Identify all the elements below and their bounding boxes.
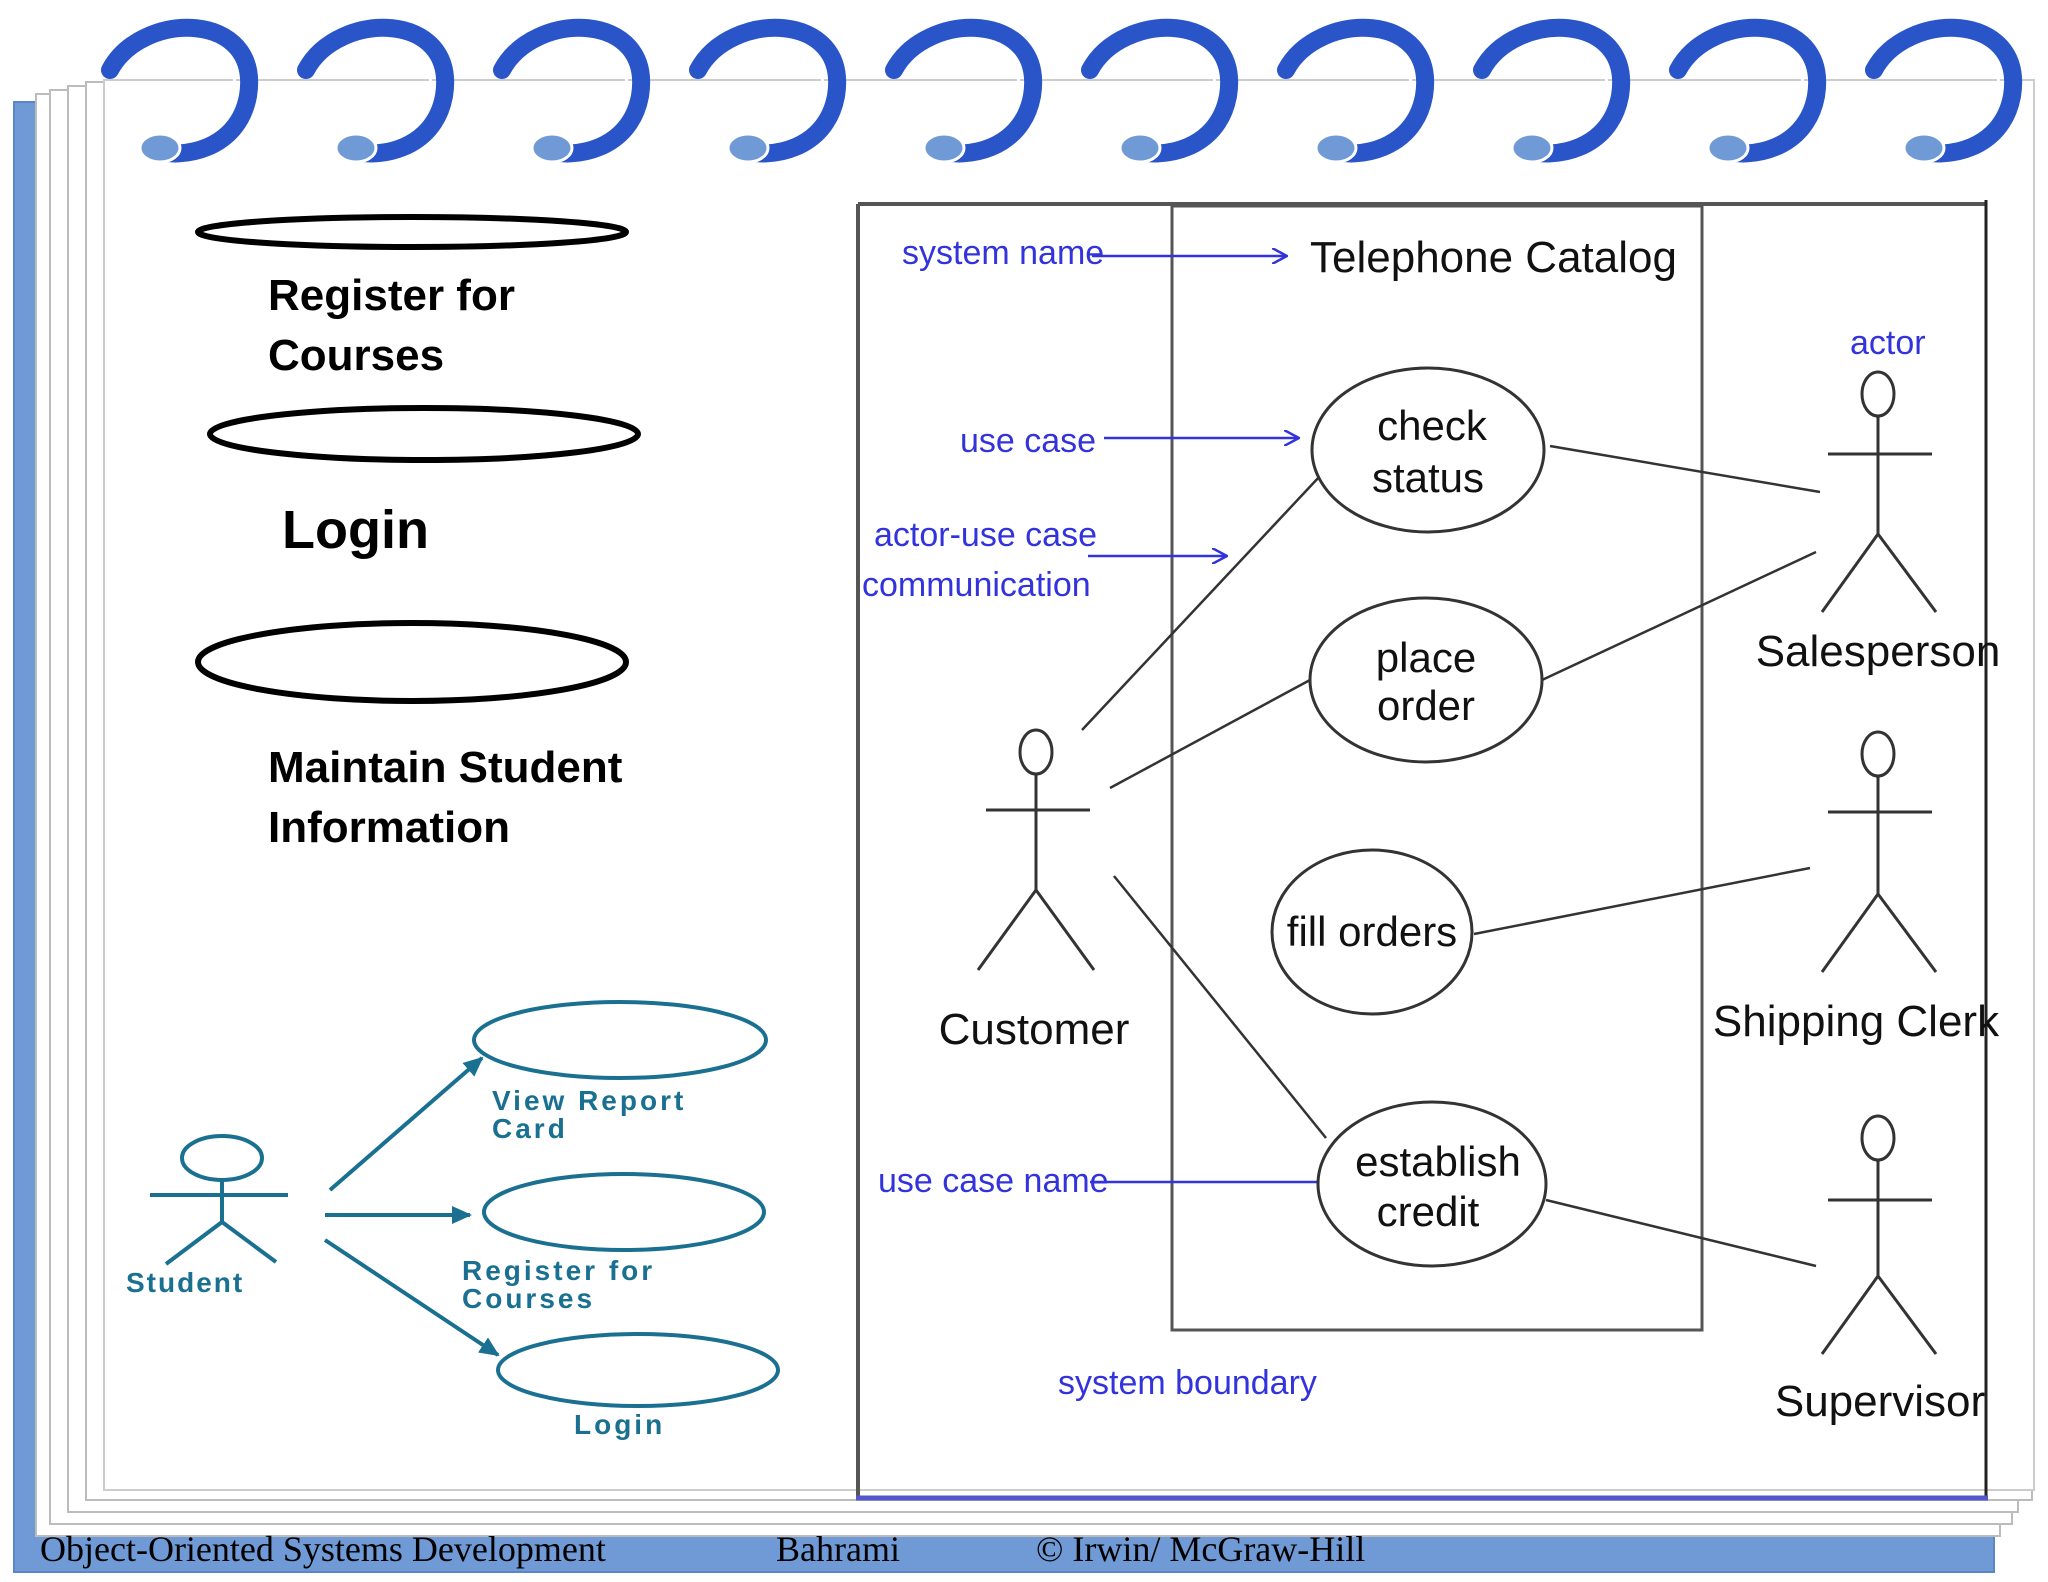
use-case-establish-credit-line1: establish — [1355, 1138, 1521, 1185]
actor-salesperson-name: Salesperson — [1756, 627, 2001, 676]
use-case-label-maintain-line2: Information — [268, 803, 510, 852]
student-use-case-view-report — [472, 1000, 768, 1080]
student-label-register-line1: Register for — [462, 1255, 655, 1286]
student-actor-figure — [150, 1134, 288, 1266]
annotation-communication-line2: communication — [862, 566, 1091, 604]
system-name: Telephone Catalog — [1310, 233, 1677, 282]
student-use-case-register — [482, 1172, 766, 1252]
use-case-establish-credit — [1316, 1100, 1548, 1268]
actor-salesperson: Salesperson — [1756, 370, 2001, 676]
spiral-ring-icon — [1081, 18, 1239, 164]
spiral-ring-icon — [1865, 18, 2023, 164]
annotation-communication-line1: actor-use case — [874, 516, 1097, 554]
telephone-catalog-diagram: Telephone Catalog system name use case a… — [856, 200, 2001, 1501]
use-case-ellipse-maintain — [195, 620, 629, 704]
use-case-ellipse-register — [195, 214, 629, 250]
student-label-view-report-line2: Card — [492, 1113, 568, 1144]
use-case-ellipse-login — [207, 405, 641, 463]
actor-customer-figure — [976, 728, 1096, 971]
actor-customer-name: Customer — [939, 1005, 1130, 1054]
annotation-use-case-name: use case name — [878, 1162, 1109, 1200]
notebook-pages — [13, 79, 2035, 1573]
line-check-status-salesperson — [1549, 444, 1821, 494]
line-fill-orders-shipping-clerk — [1473, 866, 1811, 936]
annotation-use-case: use case — [960, 422, 1096, 460]
student-label-login: Login — [574, 1409, 665, 1440]
communication-lines — [1081, 444, 1821, 1268]
system-boundary — [1170, 204, 1704, 1332]
use-case-fill-orders — [1270, 848, 1474, 1016]
spiral-ring-icon — [1277, 18, 1435, 164]
actor-supervisor-figure — [1820, 1114, 1938, 1355]
use-case-establish-credit-line2: credit — [1377, 1188, 1480, 1235]
spiral-ring-icon — [493, 18, 651, 164]
actor-supervisor-name: Supervisor — [1775, 1377, 1985, 1426]
student-label-register-line2: Courses — [462, 1283, 595, 1314]
student-use-case-diagram: Student View Report Card Register for Co… — [126, 1000, 780, 1440]
use-case-fill-orders-label: fill orders — [1287, 908, 1457, 955]
annotation-system-name: system name — [902, 234, 1104, 272]
spiral-binding — [101, 18, 2023, 164]
line-customer-check-status — [1081, 475, 1321, 731]
use-case-place-order — [1308, 596, 1544, 764]
use-case-check-status-line2: status — [1372, 454, 1484, 501]
use-case-label-maintain-line1: Maintain Student — [268, 743, 623, 792]
use-case-label-register-line2: Courses — [268, 331, 444, 380]
line-customer-establish-credit — [1113, 875, 1327, 1139]
footer-course: Object-Oriented Systems Development — [40, 1529, 606, 1569]
use-case-examples: Register for Courses Login Maintain Stud… — [195, 214, 641, 852]
line-customer-place-order — [1109, 678, 1311, 790]
use-case-check-status — [1310, 366, 1546, 534]
actor-customer: Customer — [939, 728, 1130, 1054]
spiral-ring-icon — [297, 18, 455, 164]
use-case-place-order-line2: order — [1377, 682, 1475, 729]
spiral-ring-icon — [689, 18, 847, 164]
use-case-check-status-line1: check — [1377, 402, 1488, 449]
line-place-order-salesperson — [1541, 550, 1817, 682]
footer-author: Bahrami — [776, 1529, 900, 1569]
spiral-ring-icon — [885, 18, 1043, 164]
actor-supervisor: Supervisor — [1775, 1114, 1985, 1426]
student-arrow-view-report — [328, 1056, 484, 1192]
annotation-system-boundary: system boundary — [1058, 1364, 1317, 1402]
actor-shipping-clerk-figure — [1820, 730, 1938, 973]
footer-copyright: © Irwin/ McGraw-Hill — [1036, 1529, 1366, 1569]
student-use-case-login — [496, 1332, 780, 1408]
spiral-ring-icon — [101, 18, 259, 164]
use-case-place-order-line1: place — [1376, 634, 1476, 681]
actor-salesperson-figure — [1820, 370, 1938, 613]
actor-shipping-clerk: Shipping Clerk — [1713, 730, 2000, 1046]
line-establish-credit-supervisor — [1545, 1198, 1817, 1268]
annotation-actor: actor — [1850, 324, 1926, 362]
use-case-label-register-line1: Register for — [268, 271, 515, 320]
use-case-label-login: Login — [282, 500, 429, 560]
student-actor-label: Student — [126, 1267, 244, 1298]
slide-footer: Object-Oriented Systems Development Bahr… — [40, 1528, 1520, 1572]
student-label-view-report-line1: View Report — [492, 1085, 686, 1116]
spiral-ring-icon — [1473, 18, 1631, 164]
student-arrow-login — [323, 1238, 500, 1357]
actor-shipping-clerk-name: Shipping Clerk — [1713, 997, 2000, 1046]
spiral-ring-icon — [1669, 18, 1827, 164]
